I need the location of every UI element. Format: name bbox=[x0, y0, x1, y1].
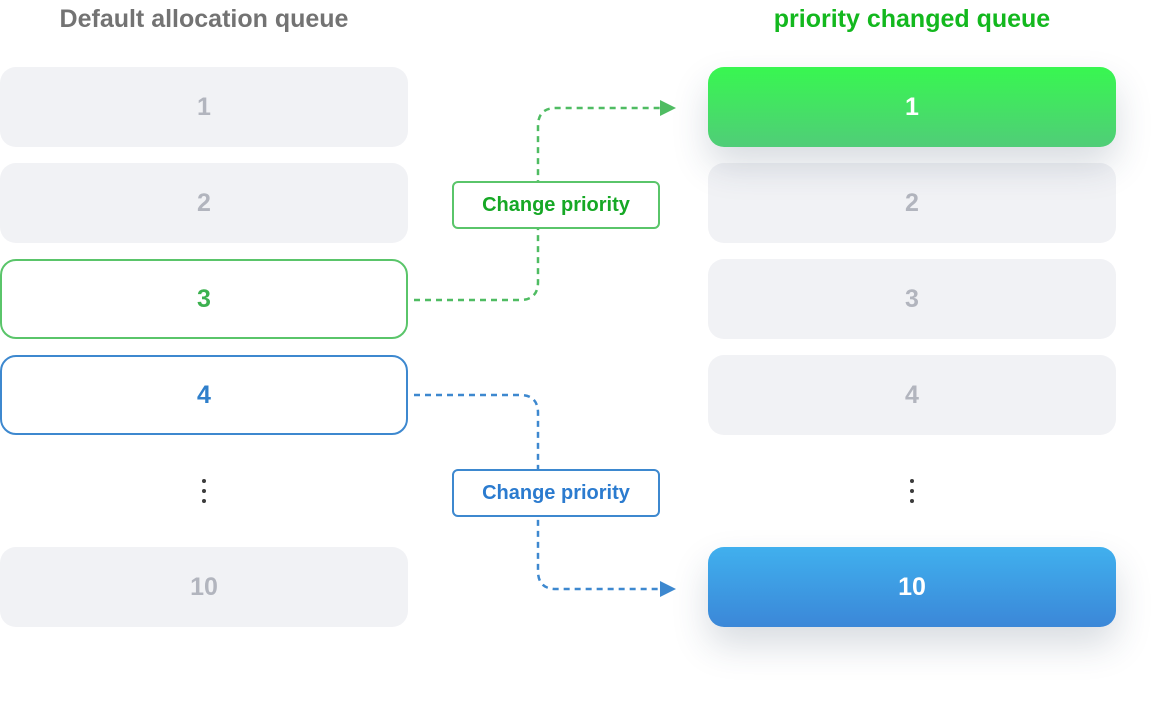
left-queue-item-label: 4 bbox=[197, 380, 211, 409]
change-priority-tag-green: Change priority bbox=[452, 181, 660, 229]
left-queue-item-10: 10 bbox=[0, 547, 408, 627]
right-queue-item-label: 2 bbox=[905, 188, 919, 217]
right-queue-item-3: 3 bbox=[708, 259, 1116, 339]
left-queue-ellipsis-icon bbox=[0, 471, 408, 511]
blue-arrowhead-icon bbox=[660, 581, 676, 597]
right-queue-item-4: 4 bbox=[708, 355, 1116, 435]
left-queue-item-label: 2 bbox=[197, 188, 211, 217]
green-arrowhead-icon bbox=[660, 100, 676, 116]
right-queue-title: priority changed queue bbox=[773, 5, 1051, 33]
left-queue-title: Default allocation queue bbox=[59, 5, 349, 33]
right-queue-item-2: 2 bbox=[708, 163, 1116, 243]
left-queue-item-1: 1 bbox=[0, 67, 408, 147]
right-queue-item-label: 10 bbox=[898, 572, 926, 601]
left-queue-item-2: 2 bbox=[0, 163, 408, 243]
left-queue-item-label: 3 bbox=[197, 284, 211, 313]
left-queue-item-4: 4 bbox=[0, 355, 408, 435]
right-queue-item-1: 1 bbox=[708, 67, 1116, 147]
right-queue-item-label: 1 bbox=[905, 92, 919, 121]
right-queue-item-label: 4 bbox=[905, 380, 919, 409]
left-queue-item-label: 10 bbox=[190, 572, 218, 601]
change-priority-tag-blue: Change priority bbox=[452, 469, 660, 517]
right-queue-ellipsis-icon bbox=[708, 471, 1116, 511]
right-queue-item-label: 3 bbox=[905, 284, 919, 313]
right-queue-item-10: 10 bbox=[708, 547, 1116, 627]
left-queue-item-label: 1 bbox=[197, 92, 211, 121]
left-queue-item-3: 3 bbox=[0, 259, 408, 339]
